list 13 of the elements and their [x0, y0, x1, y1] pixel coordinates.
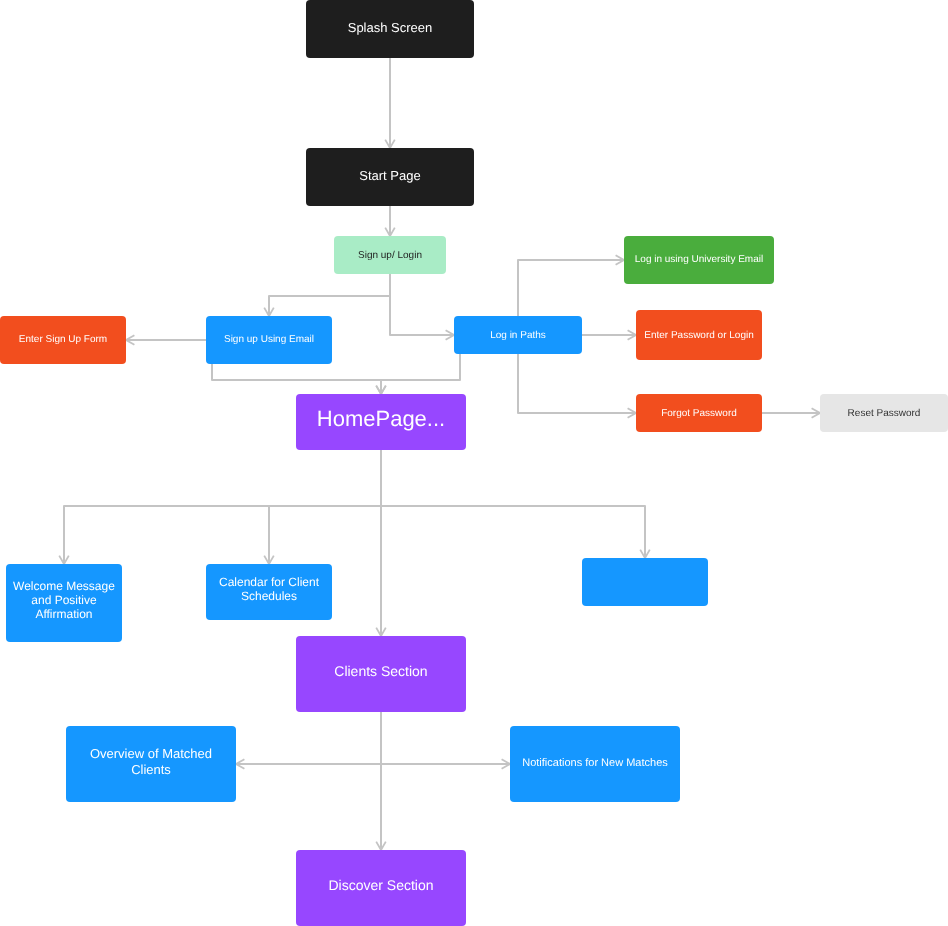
arrow [761, 407, 821, 419]
arrow [384, 205, 396, 237]
arrow [375, 353, 461, 395]
arrow [517, 353, 637, 419]
arrow [375, 711, 387, 851]
arrow [389, 273, 455, 341]
arrow [581, 329, 637, 341]
empty-box [582, 558, 708, 606]
arrow [384, 57, 396, 149]
section-box: HomePage... [296, 394, 466, 450]
arrow [125, 334, 207, 346]
arrow [517, 254, 625, 317]
arrow [375, 449, 387, 637]
